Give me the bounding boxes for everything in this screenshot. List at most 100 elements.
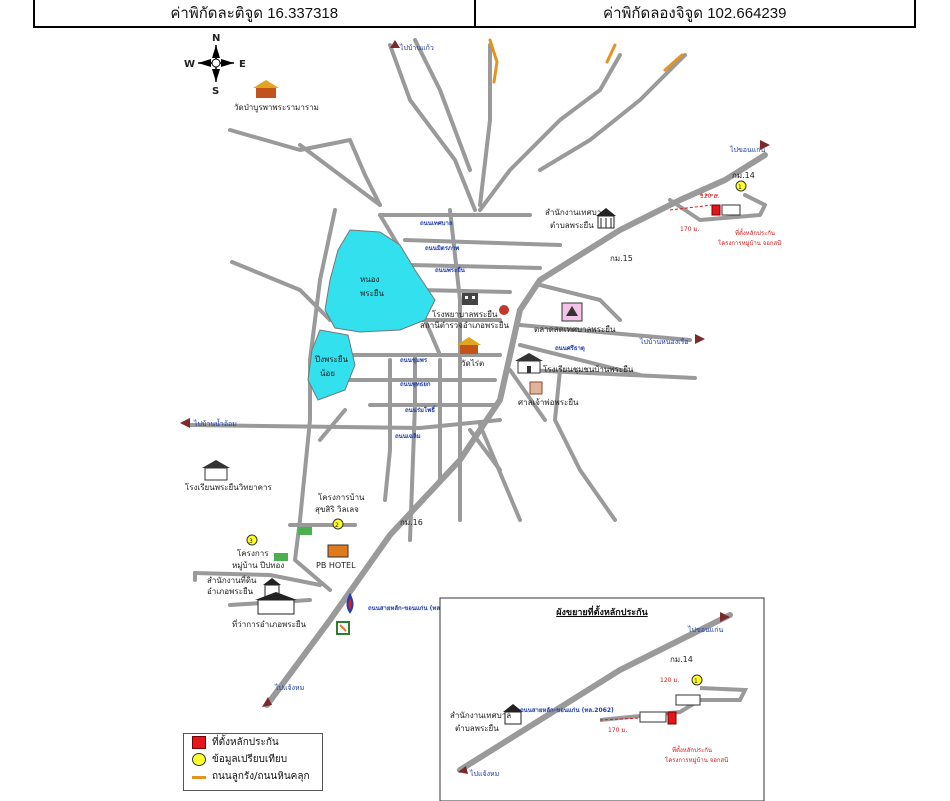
land-office-label-2: อำเภอพระยืน: [207, 587, 254, 596]
distance-170-label: 170 ม.: [680, 226, 699, 233]
red-pin-icon[interactable]: [499, 305, 509, 315]
house-2-icon[interactable]: [274, 553, 288, 561]
inset-direction-north: ไปขอนแก่น: [687, 625, 723, 634]
inset-distance-120: 120 ม.: [660, 677, 679, 684]
collateral-label-2: โครงการหมู่บ้าน จอกสนี: [718, 239, 781, 247]
inset-collateral-2: โครงการหมู่บ้าน จอกสนี: [665, 756, 728, 764]
compass-rose-icon: [198, 45, 234, 82]
direction-nong-ruea: ไปบ้านหนองเรือ: [639, 334, 705, 346]
marker-1-label: 1: [738, 184, 742, 191]
pond-label-2: น้อย: [320, 369, 335, 378]
inset-title: ผังขยายที่ตั้งหลักประกัน: [556, 608, 648, 618]
legend-road: ถนนลูกรัง/ถนนหินคลุก: [184, 768, 322, 785]
road-label-4: ถนนพุทธยก: [400, 381, 431, 388]
seven-eleven-icon[interactable]: [336, 621, 350, 635]
wat-pa-label: วัดป่าบูรพาพระรามาราม: [234, 103, 319, 113]
amphoe-office-icon[interactable]: [255, 592, 297, 615]
wat-icon[interactable]: [457, 337, 481, 354]
inset-marker-1-label: 1: [694, 678, 698, 685]
pond-label-1: ปึงพระยืน: [314, 355, 348, 364]
inset-municipality-1: สำนักงานเทศบาล: [450, 711, 511, 720]
municipality-label-1: สำนักงานเทศบาล: [545, 208, 606, 217]
comparison-marker-3[interactable]: [246, 534, 258, 546]
collateral-path: [669, 204, 713, 211]
compass-s: S: [212, 86, 219, 97]
district-label-1: โรงพยาบาลพระยืน: [432, 309, 498, 319]
road-label-0: ถนนเทศบาล: [420, 220, 453, 227]
project-2-label-a: โครงการ: [237, 548, 269, 558]
marker-3-label: 3: [249, 538, 253, 545]
distance-120-label: 120 ม.: [700, 193, 719, 200]
project-1-label-a: โครงการบ้าน: [318, 492, 365, 502]
svg-text:ไปบ้านหนองเรือ: ไปบ้านหนองเรือ: [639, 337, 689, 346]
hotel-label: PB HOTEL: [316, 561, 356, 570]
gas-station-icon[interactable]: [346, 592, 354, 614]
unpaved-road-swatch-icon: [192, 776, 206, 779]
inset-highway-label: ถนนสายหลัก-ขอนแก่น (ทล.2062): [520, 706, 614, 714]
road-label-5: ถนนร่มโพธิ์: [405, 405, 436, 414]
shrine-icon[interactable]: [529, 381, 543, 395]
svg-text:ไปบ้านแก้ว: ไปบ้านแก้ว: [399, 43, 434, 52]
svg-text:ไปขอนแก่น: ไปขอนแก่น: [729, 145, 765, 154]
svg-text:ไปแจ้งหม: ไปแจ้งหม: [274, 683, 304, 692]
compass-w: W: [184, 59, 195, 70]
project-2-label-b: หมู่บ้าน ปีปทอง: [232, 561, 284, 571]
longitude-label: ค่าพิกัดลองจิจูด 102.664239: [473, 0, 915, 26]
legend-collateral: ที่ตั้งหลักประกัน: [184, 734, 322, 751]
road-network: [188, 38, 768, 708]
house-icon[interactable]: [298, 527, 312, 535]
km16-label: กม.16: [400, 518, 423, 527]
inset-map: [439, 597, 765, 801]
market-label: ตลาดสดเทศบาลพระยืน: [534, 325, 616, 334]
coordinates-bar: ค่าพิกัดละติจูด 16.337318 ค่าพิกัดลองจิจ…: [33, 0, 916, 28]
temple-icon[interactable]: [253, 80, 279, 98]
lake-label-2: พระยืน: [360, 289, 385, 298]
compass-e: E: [239, 59, 246, 70]
inset-direction-south: ไปแจ้งหม: [469, 769, 499, 778]
hotel-icon[interactable]: [327, 544, 349, 558]
inset-distance-170: 170 ม.: [608, 727, 627, 734]
direction-north: ไปบ้านแก้ว: [390, 40, 434, 52]
lake-label-1: หนอง: [360, 275, 380, 284]
road-label-3: ถนนชุมพร: [400, 357, 428, 364]
school-1-label: โรงเรียนชุมชนบ้านพระยืน: [543, 364, 634, 374]
svg-text:ไปบ้านน้ำอ้อม: ไปบ้านน้ำอ้อม: [193, 417, 237, 428]
inset-municipality-2: ตำบลพระยืน: [455, 724, 499, 733]
collateral-site-icon[interactable]: [711, 204, 741, 216]
comparison-marker-2[interactable]: [332, 518, 344, 530]
legend-road-label: ถนนลูกรัง/ถนนหินคลุก: [212, 771, 310, 782]
km15-label: กม.15: [610, 254, 633, 263]
comparison-swatch-icon: [192, 753, 206, 766]
highway-label: ถนนสายหลัก-ขอนแก่น (ทล.2062): [368, 604, 462, 612]
legend-comparison-label: ข้อมูลเปรียบเทียบ: [212, 754, 288, 765]
inset-collateral-1: ที่ตั้งหลักประกัน: [672, 744, 712, 754]
project-1-label-b: สุขสิริ วิลเลจ: [315, 505, 359, 514]
shrine-label: ศาลเจ้าพ่อพระยืน: [518, 398, 579, 407]
district-label-2: สถานีตำรวจอำเภอพระยืน: [420, 321, 510, 330]
market-icon[interactable]: [561, 302, 583, 322]
road-label-2: ถนนพระยืน: [435, 266, 466, 274]
road-label-1: ถนนมิตรภาพ: [425, 244, 459, 252]
nong-phra-yuen-noi-pond: [307, 329, 356, 401]
school-2-icon[interactable]: [202, 460, 230, 481]
direction-khon-kaen: ไปขอนแก่น: [729, 140, 770, 154]
unpaved-roads: [488, 38, 684, 84]
hospital-icon[interactable]: [462, 293, 478, 305]
municipality-label-2: ตำบลพระยืน: [550, 221, 594, 230]
marker-2-label: 2: [335, 522, 339, 529]
km14-label: กม.14: [732, 171, 755, 180]
municipality-icon[interactable]: [596, 208, 616, 229]
school-icon[interactable]: [515, 353, 543, 374]
inset-km14-label: กม.14: [670, 655, 693, 664]
legend-collateral-label: ที่ตั้งหลักประกัน: [212, 737, 279, 748]
collateral-swatch-icon: [192, 736, 206, 749]
amphoe-office-label: ที่ว่าการอำเภอพระยืน: [232, 618, 307, 629]
compass-n: N: [212, 33, 220, 44]
nong-phra-yuen-lake: [324, 229, 436, 333]
road-label-6: ถนนเฉลิม: [395, 432, 421, 440]
comparison-marker-1[interactable]: [735, 180, 747, 192]
road-label-7: ถนนศรีธาตุ: [555, 344, 585, 352]
land-office-label-1: สำนักงานที่ดิน: [207, 574, 257, 585]
latitude-label: ค่าพิกัดละติจูด 16.337318: [170, 5, 339, 22]
